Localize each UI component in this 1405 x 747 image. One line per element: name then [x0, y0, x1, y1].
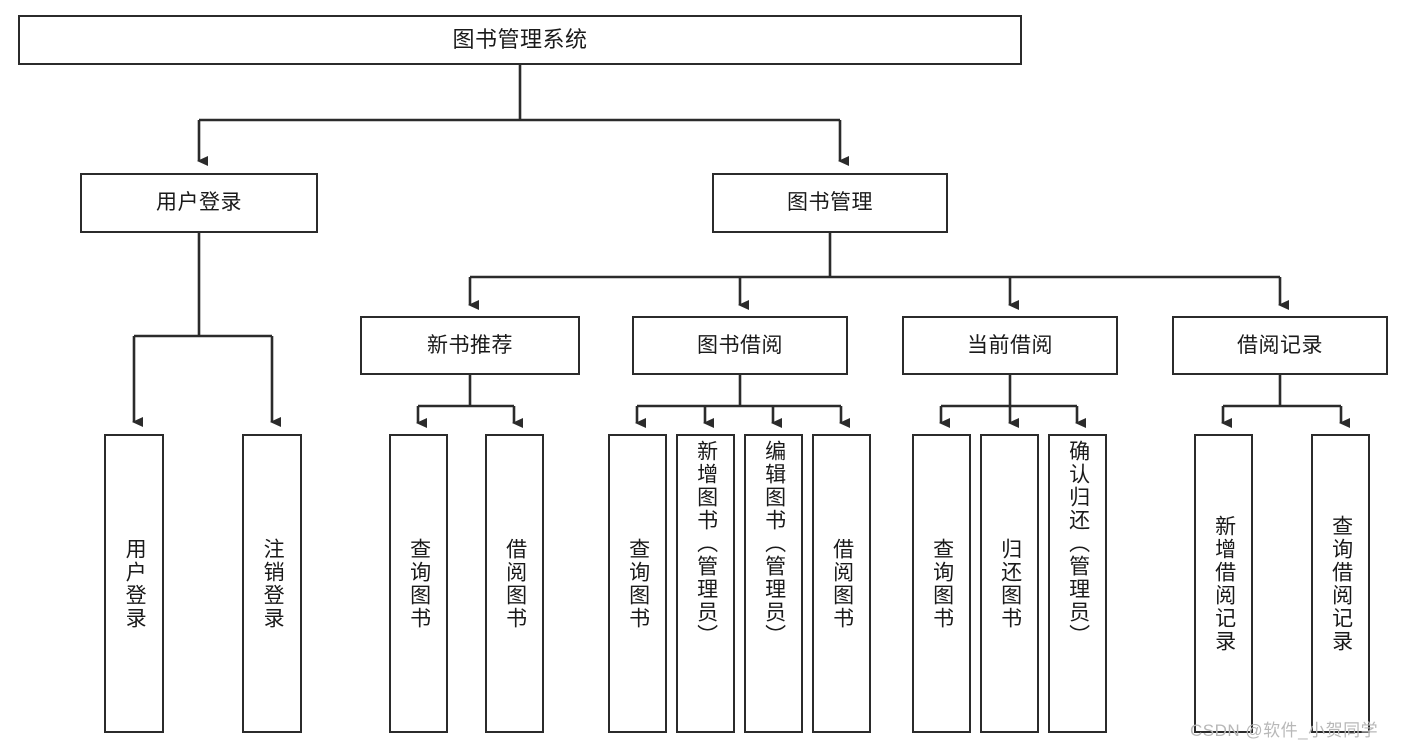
node-book-borrow[interactable]: 图书借阅 — [632, 316, 848, 375]
node-leaf-query-book-current[interactable]: 查询图书 — [912, 434, 971, 733]
node-leaf-edit-book-admin[interactable]: 编辑图书（管理员） — [744, 434, 803, 733]
node-leaf-borrow-book[interactable]: 借阅图书 — [812, 434, 871, 733]
csdn-watermark: CSDN @软件_小贺同学 — [1190, 721, 1379, 740]
node-current-borrow[interactable]: 当前借阅 — [902, 316, 1118, 375]
node-leaf-query-book-borrow[interactable]: 查询图书 — [608, 434, 667, 733]
node-label: 新增图书（管理员） — [694, 440, 718, 647]
node-leaf-return-book[interactable]: 归还图书 — [980, 434, 1039, 733]
node-label: 借阅记录 — [1237, 333, 1323, 357]
node-label: 查询图书 — [930, 537, 954, 630]
node-leaf-borrow-book-recommend[interactable]: 借阅图书 — [485, 434, 544, 733]
node-label: 查询图书 — [407, 537, 431, 630]
node-leaf-query-book-recommend[interactable]: 查询图书 — [389, 434, 448, 733]
node-label: 注销登录 — [261, 537, 285, 630]
node-leaf-confirm-return-admin[interactable]: 确认归还（管理员） — [1048, 434, 1107, 733]
node-label: 图书管理 — [787, 191, 873, 215]
node-label: 用户登录 — [156, 191, 242, 215]
node-label: 图书管理系统 — [452, 26, 588, 52]
node-new-book-recommend[interactable]: 新书推荐 — [360, 316, 580, 375]
node-label: 图书借阅 — [697, 333, 783, 357]
node-label: 查询借阅记录 — [1329, 514, 1353, 653]
node-label: 借阅图书 — [503, 537, 527, 630]
node-leaf-add-book-admin[interactable]: 新增图书（管理员） — [676, 434, 735, 733]
node-label: 新书推荐 — [427, 333, 513, 357]
node-book-management[interactable]: 图书管理 — [712, 173, 948, 233]
node-leaf-logout-login[interactable]: 注销登录 — [242, 434, 302, 733]
node-label: 编辑图书（管理员） — [762, 440, 786, 647]
node-leaf-user-login[interactable]: 用户登录 — [104, 434, 164, 733]
node-label: 查询图书 — [626, 537, 650, 630]
node-borrow-record[interactable]: 借阅记录 — [1172, 316, 1388, 375]
node-root-book-management-system[interactable]: 图书管理系统 — [18, 15, 1022, 65]
node-leaf-query-borrow-record[interactable]: 查询借阅记录 — [1311, 434, 1370, 733]
node-label: 当前借阅 — [967, 333, 1053, 357]
node-leaf-add-borrow-record[interactable]: 新增借阅记录 — [1194, 434, 1253, 733]
node-label: 新增借阅记录 — [1212, 514, 1236, 653]
node-label: 确认归还（管理员） — [1066, 440, 1090, 647]
node-label: 借阅图书 — [830, 537, 854, 630]
node-label: 归还图书 — [998, 537, 1022, 630]
node-label: 用户登录 — [123, 537, 147, 630]
node-user-login[interactable]: 用户登录 — [80, 173, 318, 233]
